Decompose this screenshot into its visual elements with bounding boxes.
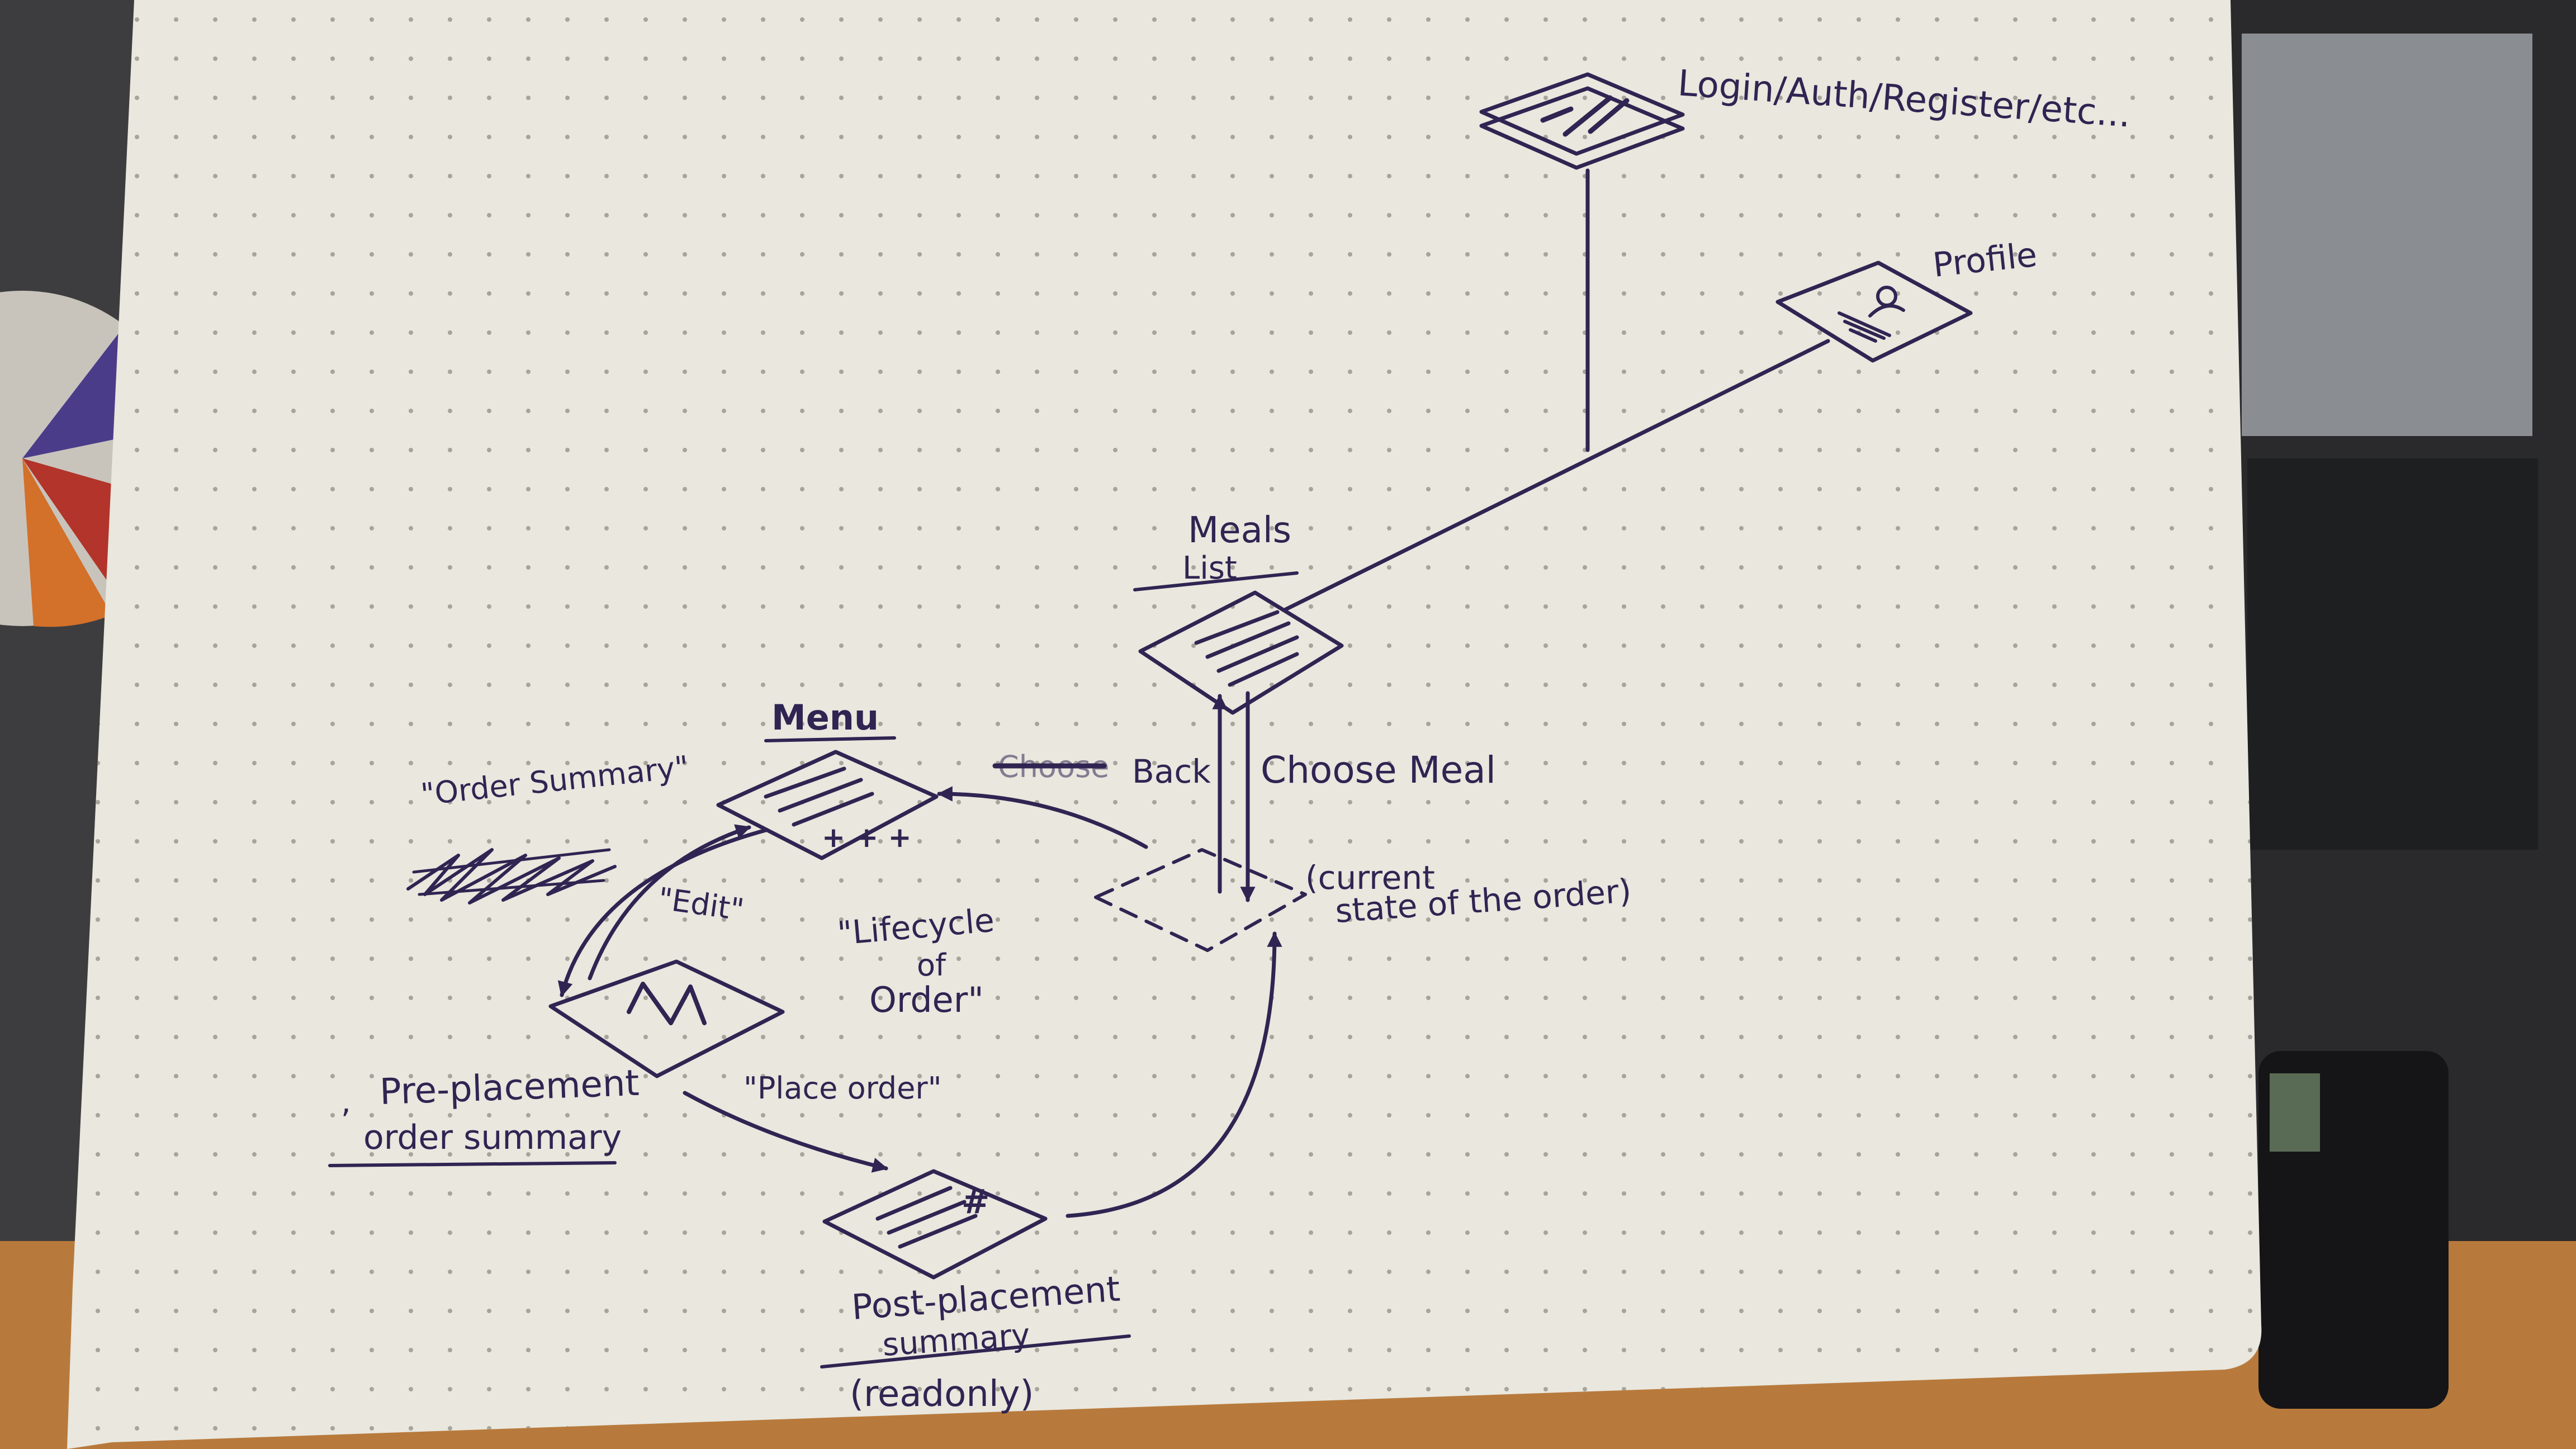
- menu-underline: [764, 736, 896, 742]
- login-node: [1479, 72, 1685, 170]
- color-wheel-segment-orange: [22, 458, 112, 627]
- edge-edit-pre-to-menu: [588, 824, 751, 981]
- pre-placement-label-2: order summary: [363, 1118, 622, 1157]
- current-state-placeholder: [1094, 848, 1307, 952]
- menu-list-icon: + + +: [716, 750, 939, 860]
- lifecycle-label-2: of: [917, 948, 947, 983]
- dot-grid: [67, 0, 2262, 1449]
- pre-placement-underline: [328, 1161, 617, 1167]
- pre-placement-label-1: Pre-placement: [379, 1063, 640, 1113]
- monitor-screen: [2242, 34, 2532, 436]
- profile-node: [1775, 261, 1973, 363]
- list-label: List: [1182, 550, 1237, 586]
- edge-post-to-current: [1066, 931, 1282, 1218]
- meals-list-node: [1133, 571, 1344, 715]
- pre-placement-prefix: ,: [341, 1084, 351, 1120]
- meals-list-underline: [1133, 571, 1299, 591]
- dark-panel: [2247, 458, 2538, 850]
- envelope-icon: [548, 959, 785, 1078]
- current-state-node: [1094, 848, 1307, 952]
- menu-label: Menu: [771, 697, 879, 738]
- menu-plus-marks: + + +: [822, 821, 912, 854]
- hash-mark: #: [962, 1182, 989, 1221]
- edge-place-order: [683, 1091, 888, 1173]
- scribble-out-icon: [406, 848, 617, 905]
- stacked-form-icon: [1479, 72, 1685, 170]
- notebook-page: [67, 0, 2262, 1449]
- edge-profile-to-meals: [1284, 339, 1830, 612]
- current-state-label-1: (current: [1305, 859, 1435, 897]
- edges: [557, 168, 1830, 1218]
- edge-back-to-menu: [937, 786, 1148, 849]
- list-page-icon: [1138, 590, 1344, 715]
- phone-display: [2270, 1073, 2320, 1152]
- menu-node: + + +: [716, 736, 939, 860]
- profile-card-icon: [1775, 261, 1973, 363]
- post-placement-label-3: (readonly): [850, 1374, 1034, 1415]
- lifecycle-label-3: Order": [869, 979, 984, 1020]
- choose-meal-label: Choose Meal: [1261, 749, 1496, 792]
- post-placement-node: #: [820, 1169, 1131, 1368]
- post-placement-underline: [820, 1334, 1131, 1368]
- meals-label: Meals: [1188, 510, 1291, 551]
- receipt-list-icon: #: [822, 1169, 1048, 1280]
- back-label: Back: [1132, 752, 1211, 790]
- pre-placement-node: [328, 959, 785, 1167]
- place-order-label: "Place order": [744, 1071, 941, 1106]
- edge-edit-menu-to-pre: [557, 828, 768, 997]
